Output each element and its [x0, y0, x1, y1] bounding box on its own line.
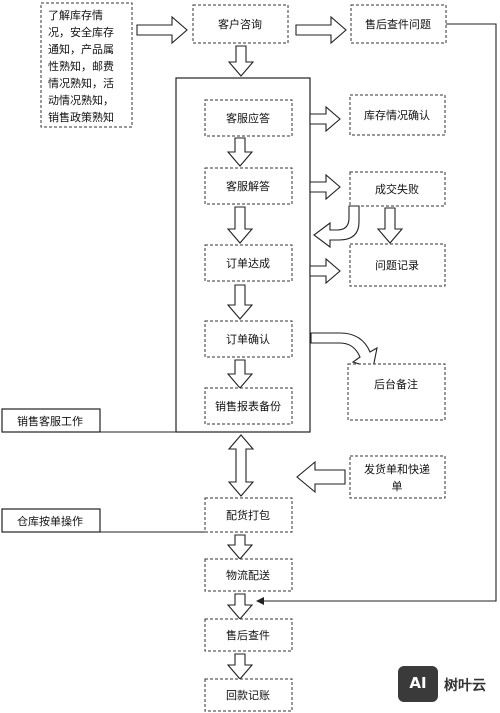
inventory-note-box: 了解库存情 况，安全库存 通知，产品属 性熟知，邮费 情况熟知，活 动情况熟知，…: [40, 2, 133, 128]
backend-note-label: 后台备注: [374, 377, 418, 391]
arrow-to-backend-note: [310, 332, 378, 369]
arrow-invoice-to-pack: [296, 460, 346, 494]
arrow-explain-to-order: [226, 206, 254, 244]
arrow-double-frame-pack: [227, 434, 255, 497]
logistics-label: 物流配送: [226, 568, 270, 582]
payment-record-label: 回款记账: [226, 688, 270, 702]
sales-cs-frame: [175, 77, 311, 433]
node-after-sales-check: 售后查件: [204, 618, 293, 652]
node-logistics: 物流配送: [204, 558, 293, 592]
arrow-failed-to-record: [376, 207, 404, 244]
node-stock-confirm: 库存情况确认: [349, 94, 446, 136]
arrow-order-to-confirm: [226, 284, 254, 320]
arrow-reply-to-explain: [226, 137, 254, 167]
node-customer-consult: 客户咨询: [192, 4, 289, 44]
pick-pack-label: 配货打包: [226, 508, 270, 522]
arrow-check-to-payment: [226, 653, 254, 680]
node-deal-failed: 成交失败: [349, 171, 446, 207]
arrow-note-to-consult: [136, 15, 188, 45]
arrow-to-issue-record: [309, 257, 341, 285]
ai-badge-icon: AI: [398, 666, 438, 702]
ai-badge-text: AI: [409, 674, 427, 692]
node-after-sales-issue: 售后查件问题: [350, 4, 447, 44]
inventory-note-line-6: 动情况熟知，: [48, 93, 114, 107]
inventory-note-line-2: 况，安全库存: [48, 25, 114, 39]
sales-report-label: 销售报表备份: [215, 399, 281, 413]
label-warehouse-ops: 仓库按单操作: [1, 508, 101, 533]
inventory-note-line-5: 情况熟知，活: [48, 76, 114, 90]
arrow-logistics-to-check: [226, 593, 254, 620]
arrow-consult-down: [227, 45, 255, 77]
arrowhead-aftersales-loop: [256, 597, 264, 605]
inventory-note-line-1: 了解库存情: [48, 8, 103, 22]
node-issue-record: 问题记录: [349, 243, 446, 287]
arrow-deal-failed-back: [313, 205, 360, 249]
node-backend-note: 后台备注: [347, 363, 446, 421]
cs-reply-label: 客服应答: [226, 111, 270, 125]
inventory-note-line-3: 通知，产品属: [48, 42, 114, 56]
after-sales-check-label: 售后查件: [226, 628, 270, 642]
order-confirm-label: 订单确认: [226, 333, 270, 346]
node-pick-pack: 配货打包: [204, 497, 293, 533]
node-order-done: 订单达成: [204, 244, 293, 282]
customer-consult-label: 客户咨询: [218, 17, 262, 31]
watermark-text: 树叶云: [444, 678, 486, 694]
stock-confirm-label: 库存情况确认: [364, 108, 430, 122]
sales-cs-work-label: 销售客服工作: [17, 414, 83, 428]
node-sales-report: 销售报表备份: [204, 387, 293, 425]
order-done-label: 订单达成: [226, 257, 270, 270]
arrow-to-deal-failed: [309, 173, 341, 201]
watermark-logo: AI 树叶云: [398, 666, 494, 704]
arrow-confirm-to-report: [226, 359, 254, 389]
line-aftersales-loop: [262, 23, 497, 602]
node-invoice-express: 发货单和快递 单: [349, 455, 446, 499]
deal-failed-label: 成交失败: [375, 182, 419, 196]
label-sales-cs-work: 销售客服工作: [1, 408, 101, 433]
node-cs-reply: 客服应答: [204, 99, 293, 137]
node-order-confirm: 订单确认: [204, 320, 293, 358]
inventory-note-line-7: 销售政策熟知: [48, 110, 114, 124]
node-payment-record: 回款记账: [204, 678, 293, 712]
after-sales-issue-label: 售后查件问题: [365, 17, 431, 31]
issue-record-label: 问题记录: [375, 259, 419, 272]
node-cs-explain: 客服解答: [204, 167, 293, 205]
arrow-to-stock-confirm: [309, 105, 341, 133]
inventory-note-line-4: 性熟知，邮费: [48, 59, 114, 73]
arrow-consult-to-aftersales: [295, 15, 347, 45]
arrow-pack-to-logistics: [226, 534, 254, 560]
invoice-express-line-2: 单: [392, 480, 403, 493]
warehouse-ops-label: 仓库按单操作: [17, 514, 83, 528]
cs-explain-label: 客服解答: [226, 179, 270, 193]
invoice-express-line-1: 发货单和快递: [364, 462, 430, 476]
